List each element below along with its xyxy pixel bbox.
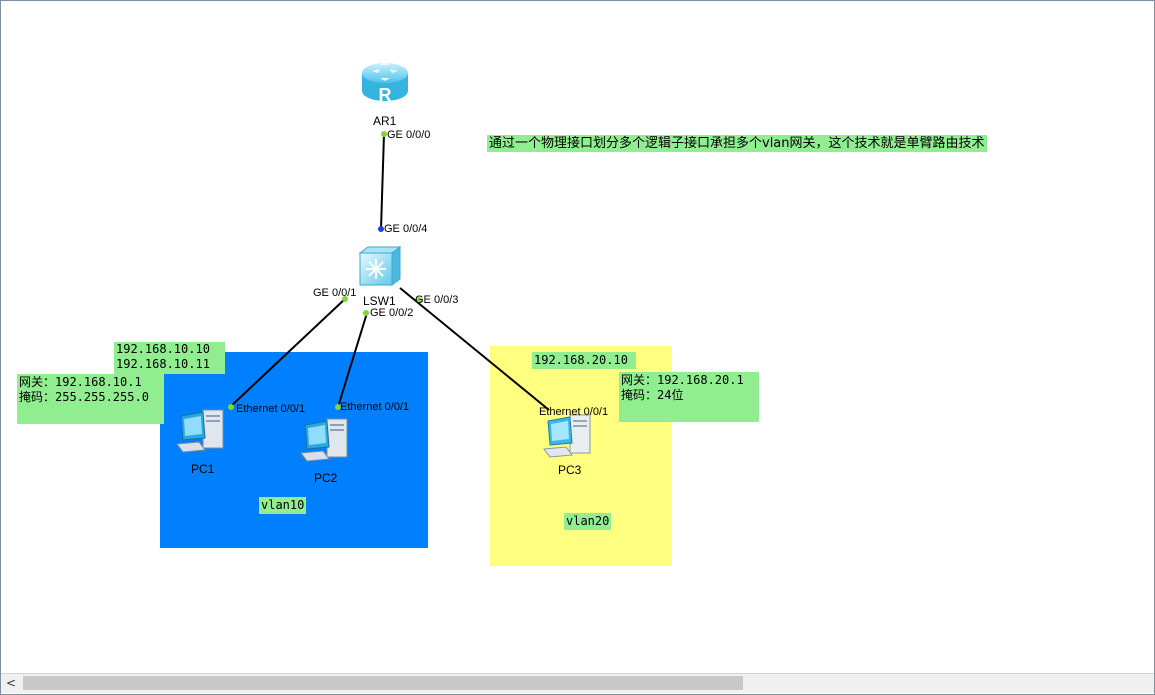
router-label: AR1 (373, 114, 397, 128)
vlan20-name-label[interactable]: vlan20 (564, 513, 612, 530)
port-dot-ar1-ge000 (381, 131, 387, 137)
pc1-label: PC1 (191, 462, 215, 476)
switch-icon[interactable] (356, 245, 402, 287)
port-dot-lsw1-ge003 (416, 297, 422, 303)
switch-label: LSW1 (363, 294, 396, 308)
port-label-lsw1-ge002: GE 0/0/2 (370, 307, 414, 319)
pc2-label: PC2 (314, 471, 338, 485)
svg-text:R: R (379, 85, 392, 105)
link-ar1-lsw1 (380, 133, 385, 230)
pc-icon[interactable] (175, 406, 231, 454)
vlan20-gateway-note[interactable]: 网关：192.168.20.1 掩码：24位 (619, 372, 759, 422)
vlan20-ip-note[interactable]: 192.168.20.10 (532, 352, 636, 369)
port-label-pc1-eth: Ethernet 0/0/1 (236, 403, 306, 415)
port-label-pc3-eth: Ethernet 0/0/1 (539, 406, 609, 418)
port-label-lsw1-ge001: GE 0/0/1 (313, 287, 357, 299)
links-layer (228, 131, 550, 411)
link-lsw1-pc3 (399, 287, 550, 411)
router-icon[interactable]: R (360, 61, 410, 105)
pc3-label: PC3 (558, 463, 582, 477)
port-label-ar1-ge000: GE 0/0/0 (387, 129, 431, 141)
port-dot-lsw1-ge004 (378, 226, 384, 232)
description-note[interactable]: 通过一个物理接口划分多个逻辑子接口承担多个vlan网关，这个技术就是单臂路由技术 (487, 135, 987, 152)
topology-canvas[interactable]: R (1, 1, 1154, 673)
vlan10-gateway-note[interactable]: 网关：192.168.10.1 掩码：255.255.255.0 (17, 374, 164, 424)
port-dot-lsw1-ge002 (363, 310, 369, 316)
port-dot-lsw1-ge001 (342, 296, 348, 302)
port-dot-pc2 (335, 404, 341, 410)
vlan10-ip-note[interactable]: 192.168.10.10 192.168.10.11 (114, 342, 225, 374)
port-label-lsw1-ge004: GE 0/0/4 (384, 223, 428, 235)
scroll-thumb[interactable] (23, 676, 743, 690)
pc-icon[interactable] (299, 415, 355, 463)
vlan10-name-label[interactable]: vlan10 (259, 497, 307, 514)
horizontal-scrollbar[interactable]: < (1, 673, 1154, 693)
link-lsw1-pc1 (229, 297, 347, 408)
link-lsw1-pc2 (337, 312, 368, 408)
port-label-pc2-eth: Ethernet 0/0/1 (340, 401, 410, 413)
port-label-lsw1-ge003: GE 0/0/3 (415, 294, 459, 306)
scroll-left-icon[interactable]: < (5, 676, 17, 690)
port-dot-pc1 (228, 404, 234, 410)
pc-icon[interactable] (542, 411, 598, 459)
